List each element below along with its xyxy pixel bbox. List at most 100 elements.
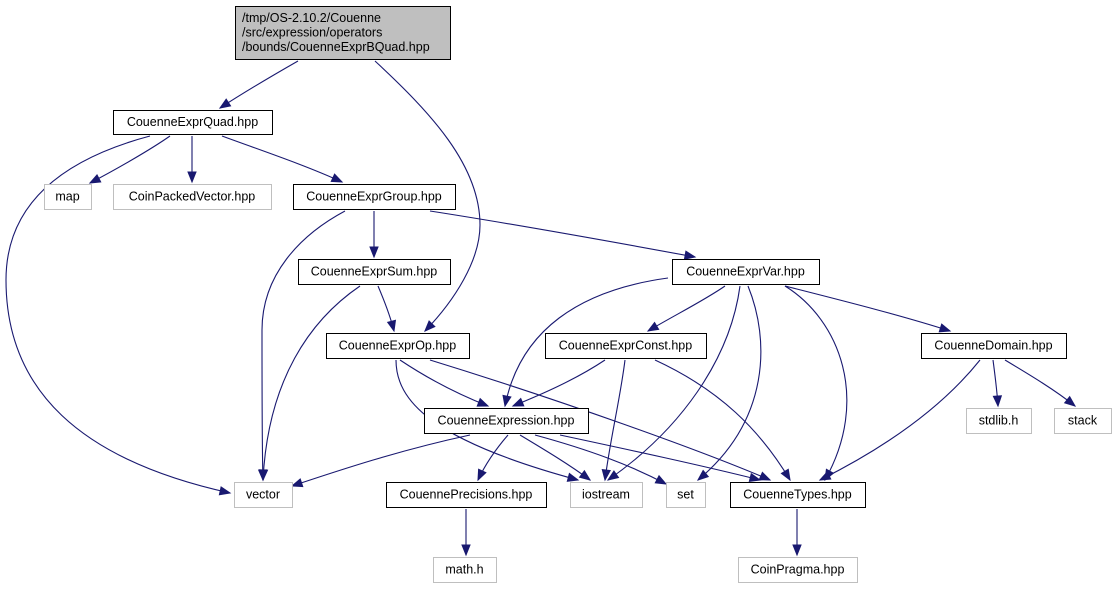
edge-quad-to-map (88, 135, 171, 184)
edge-op-to-expression (399, 359, 490, 407)
node-box (235, 6, 451, 60)
edge-var-to-set (696, 285, 762, 481)
edge-quad-to-vector (5, 135, 232, 496)
arrowhead (683, 250, 697, 260)
node-box (386, 482, 547, 508)
arrowhead (818, 471, 832, 481)
arrowhead (696, 469, 710, 481)
edge-sum-to-op (377, 285, 397, 333)
arrowhead (566, 472, 580, 482)
node-types[interactable]: CouenneTypes.hpp (730, 482, 866, 508)
arrowhead (369, 246, 379, 259)
node-box (672, 259, 820, 285)
arrowhead (424, 320, 436, 332)
edge-domain-to-stdlib (992, 359, 1003, 408)
node-box (738, 557, 858, 583)
node-label: /bounds/CouenneExprBQuad.hpp (242, 40, 430, 54)
edge-group-to-sum (369, 210, 379, 259)
node-domain[interactable]: CouenneDomain.hpp (921, 333, 1067, 359)
arrowhead (646, 321, 660, 332)
edge-var-to-expression (502, 277, 669, 408)
node-label: /tmp/OS-2.10.2/Couenne (242, 11, 381, 25)
arrowhead (654, 474, 668, 485)
arrowhead (187, 171, 197, 184)
node-box (1054, 408, 1112, 434)
node-layer: /tmp/OS-2.10.2/Couenne/src/expression/op… (44, 6, 1112, 583)
node-var[interactable]: CouenneExprVar.hpp (672, 259, 820, 285)
edge-group-to-var (429, 210, 697, 260)
arrowhead (758, 471, 772, 481)
arrowhead (606, 470, 620, 481)
node-label: CouenneExprVar.hpp (686, 264, 805, 278)
edge-var-to-domain (784, 285, 952, 333)
node-box (234, 482, 293, 508)
arrowhead (258, 469, 269, 482)
node-label: CouenneExprConst.hpp (559, 338, 692, 352)
node-box (326, 333, 470, 359)
node-label: CouenneExpression.hpp (438, 413, 575, 427)
node-box (113, 184, 272, 210)
node-coinpragma: CoinPragma.hpp (738, 557, 858, 583)
node-op[interactable]: CouenneExprOp.hpp (326, 333, 470, 359)
node-label: CouenneExprOp.hpp (339, 338, 456, 352)
arrowhead (511, 397, 525, 407)
node-label: CouenneDomain.hpp (934, 338, 1052, 352)
edge-const-to-expression (511, 359, 606, 407)
arrowhead (218, 98, 232, 109)
edge-op-to-types (429, 359, 772, 481)
node-box (433, 557, 497, 583)
node-label: set (677, 487, 694, 501)
node-box (730, 482, 866, 508)
edge-const-to-iostream (601, 359, 626, 482)
arrowhead (461, 544, 471, 557)
node-label: CouenneTypes.hpp (743, 487, 851, 501)
node-sum[interactable]: CouenneExprSum.hpp (298, 259, 451, 285)
node-const[interactable]: CouenneExprConst.hpp (545, 333, 707, 359)
arrowhead (792, 544, 802, 557)
node-stdlib: stdlib.h (966, 408, 1032, 434)
node-label: math.h (445, 562, 483, 576)
edge-var-to-types (784, 285, 848, 482)
edge-domain-to-stack (1004, 359, 1077, 407)
edge-expression-to-iostream (519, 434, 592, 481)
arrowhead (88, 173, 102, 184)
node-box (113, 110, 273, 135)
node-box (44, 184, 92, 210)
arrowhead (330, 173, 344, 183)
node-label: stdlib.h (979, 413, 1019, 427)
edge-quad-to-group (221, 135, 344, 183)
node-map: map (44, 184, 92, 210)
node-box (293, 184, 456, 210)
node-quad[interactable]: CouenneExprQuad.hpp (113, 110, 273, 135)
edge-root-to-quad (218, 60, 299, 109)
arrowhead (502, 394, 512, 408)
node-root[interactable]: /tmp/OS-2.10.2/Couenne/src/expression/op… (235, 6, 451, 60)
arrowhead (938, 323, 952, 333)
arrowhead (477, 468, 487, 482)
arrowhead (476, 397, 490, 407)
node-label: /src/expression/operators (242, 25, 382, 39)
arrowhead (992, 395, 1003, 408)
node-set: set (666, 482, 706, 508)
node-box (570, 482, 643, 508)
node-box (424, 408, 589, 434)
edge-var-to-iostream (606, 285, 741, 481)
node-group[interactable]: CouenneExprGroup.hpp (293, 184, 456, 210)
edge-precisions-to-math (461, 509, 471, 557)
edge-types-to-coinpragma (792, 508, 802, 557)
arrowhead (748, 472, 762, 483)
edge-expression-to-vector (290, 434, 471, 488)
arrowhead (780, 468, 791, 482)
node-label: CouenneExprSum.hpp (311, 264, 438, 278)
edge-quad-to-coinpacked (187, 135, 197, 184)
node-precisions[interactable]: CouennePrecisions.hpp (386, 482, 547, 508)
node-label: CouenneExprQuad.hpp (127, 115, 258, 129)
node-box (298, 259, 451, 285)
node-vector: vector (234, 482, 293, 508)
node-expression[interactable]: CouenneExpression.hpp (424, 408, 589, 434)
edge-expression-to-precisions (477, 434, 509, 482)
node-coinpacked: CoinPackedVector.hpp (113, 184, 272, 210)
node-label: stack (1068, 413, 1098, 427)
edge-expression-to-set (534, 434, 668, 485)
